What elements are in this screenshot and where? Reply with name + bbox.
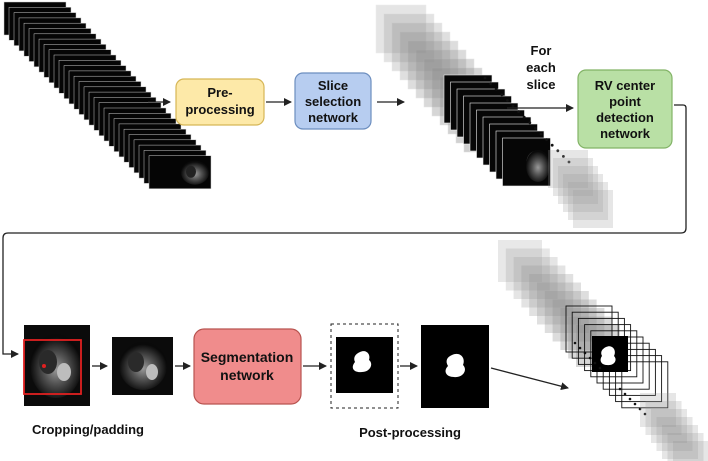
- preprocessing-line2: processing: [185, 102, 254, 117]
- faded-slice: [399, 31, 451, 81]
- slice-selection-line1: Slice: [318, 78, 348, 93]
- dot: [489, 82, 492, 85]
- crop-highlight-box: [23, 339, 82, 395]
- dot: [633, 402, 637, 406]
- dot: [494, 87, 498, 91]
- output-slice-frame: [590, 330, 638, 378]
- output-slice-frame: [608, 348, 656, 396]
- dot: [623, 392, 627, 396]
- faded-slice-tail: [558, 166, 598, 204]
- dot: [550, 143, 554, 147]
- faded-slice-tail: [568, 182, 608, 220]
- output-faded-slice: [537, 282, 581, 325]
- output-slice-frame: [615, 355, 663, 403]
- output-faded-slice: [552, 299, 597, 342]
- selected-slices-stack: [375, 4, 613, 228]
- cropped-image: [112, 337, 173, 395]
- input-mri-stack: [3, 1, 212, 189]
- postprocessing-label: Post-processing: [359, 425, 461, 440]
- output-faded-tail: [640, 393, 676, 427]
- preprocessing-node: Pre- processing: [175, 78, 265, 126]
- segmentation-node: Segmentation network: [193, 328, 302, 405]
- dot: [643, 412, 647, 416]
- output-faded-tail: [662, 425, 698, 459]
- dot: [573, 341, 577, 345]
- raw-mask-image: [330, 323, 399, 409]
- dot: [628, 397, 632, 401]
- output-faded-slice: [505, 248, 550, 291]
- dot: [528, 121, 532, 125]
- dot: [534, 126, 537, 130]
- output-mask-stack: [498, 240, 708, 461]
- dot: [588, 356, 592, 360]
- rv-center-line3: detection: [596, 110, 654, 125]
- slice-selection-line2: selection: [305, 94, 361, 109]
- faded-slice-tail: [548, 150, 588, 188]
- dot: [539, 132, 543, 136]
- dot: [545, 138, 548, 142]
- dot: [506, 99, 509, 102]
- dot: [556, 149, 560, 153]
- output-faded-slice: [513, 257, 558, 299]
- arrow-to-output-stack: [490, 367, 569, 391]
- output-faded-tail: [656, 417, 693, 451]
- output-faded-slice: [521, 265, 566, 308]
- dot: [562, 155, 565, 158]
- segmentation-line1: Segmentation: [201, 349, 294, 365]
- output-faded-tail: [673, 441, 708, 461]
- dot: [567, 160, 571, 164]
- dot: [593, 361, 597, 365]
- faded-slice: [383, 13, 435, 63]
- rv-center-point: [42, 364, 46, 368]
- dot: [618, 387, 622, 391]
- output-faded-tail: [667, 433, 704, 461]
- output-slice-frame: [621, 361, 669, 409]
- preprocessing-line1: Pre-: [207, 85, 232, 100]
- connector-to-cropping: [2, 104, 687, 358]
- dot: [517, 110, 520, 113]
- for-each-line1: For: [531, 43, 552, 58]
- dot: [511, 104, 515, 108]
- output-mask-shape: [600, 346, 616, 366]
- output-slice-frame: [565, 305, 613, 353]
- for-each-slice-label: For each slice: [526, 43, 556, 92]
- output-faded-tail: [651, 409, 687, 443]
- output-faded-slice: [498, 240, 542, 282]
- faded-slice-tail: [553, 158, 593, 196]
- faded-slice: [391, 22, 443, 72]
- slice-selection-line3: network: [308, 110, 359, 125]
- dot: [522, 115, 526, 119]
- segmentation-line2: network: [220, 367, 274, 383]
- dot: [483, 76, 487, 80]
- for-each-line3: slice: [527, 77, 556, 92]
- rv-center-line2: point: [609, 94, 641, 109]
- final-mask-shape: [445, 353, 465, 378]
- rv-center-detection-node: RV center point detection network: [577, 69, 673, 149]
- slice-selection-node: Slice selection network: [294, 72, 372, 130]
- output-faded-tail: [645, 401, 682, 435]
- faded-slice-tail: [573, 190, 613, 228]
- faded-slice: [375, 4, 427, 54]
- rv-center-line4: network: [600, 126, 651, 141]
- cropping-label: Cropping/padding: [32, 422, 144, 437]
- faded-slice-tail: [563, 174, 603, 212]
- raw-mask-shape: [352, 351, 372, 373]
- crop-input-image: [23, 325, 90, 406]
- dot: [500, 93, 504, 97]
- dot: [638, 407, 642, 411]
- for-each-line2: each: [526, 60, 556, 75]
- rv-center-line1: RV center: [595, 78, 655, 93]
- dot: [578, 346, 582, 350]
- dot: [598, 366, 602, 370]
- postprocessed-mask-image: [421, 325, 489, 408]
- dot: [583, 351, 587, 355]
